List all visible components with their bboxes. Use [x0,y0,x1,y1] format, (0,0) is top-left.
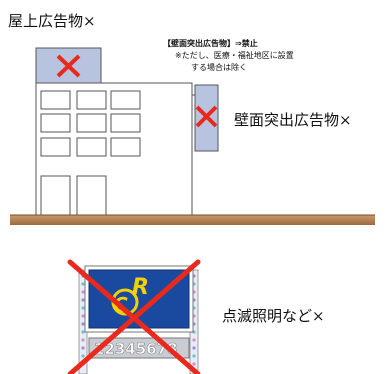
rule-exception-line2: する場合は除く [191,63,247,72]
flashing-cross-icon [67,259,201,374]
rooftop-sign-label: 屋上広告物× [8,12,96,30]
wall-protruding-sign [192,84,219,152]
number-text: 12345678 [94,340,178,358]
bulb-lights [81,274,196,366]
building-windows [40,90,141,157]
ground [10,214,375,225]
rooftop-cross-icon [56,54,81,78]
flashing-billboard: C R 12345678 [67,259,201,374]
rule-note: 【壁面突出広告物】⇒禁止 ※ただし、医療・福祉地区に設置 する場合は除く [163,38,294,74]
wall-cross-icon [195,105,218,128]
rule-exception-line1: ※ただし、医療・福祉地区に設置 [175,51,294,60]
building-doors [40,175,107,216]
wall-sign-label: 壁面突出広告物× [234,111,352,129]
logo-letter-r: R [132,275,149,300]
rule-title: 【壁面突出広告物】⇒禁止 [163,39,258,48]
building [35,82,193,216]
rooftop-sign [35,47,102,84]
flashing-sign-label: 点滅照明など× [222,307,325,325]
